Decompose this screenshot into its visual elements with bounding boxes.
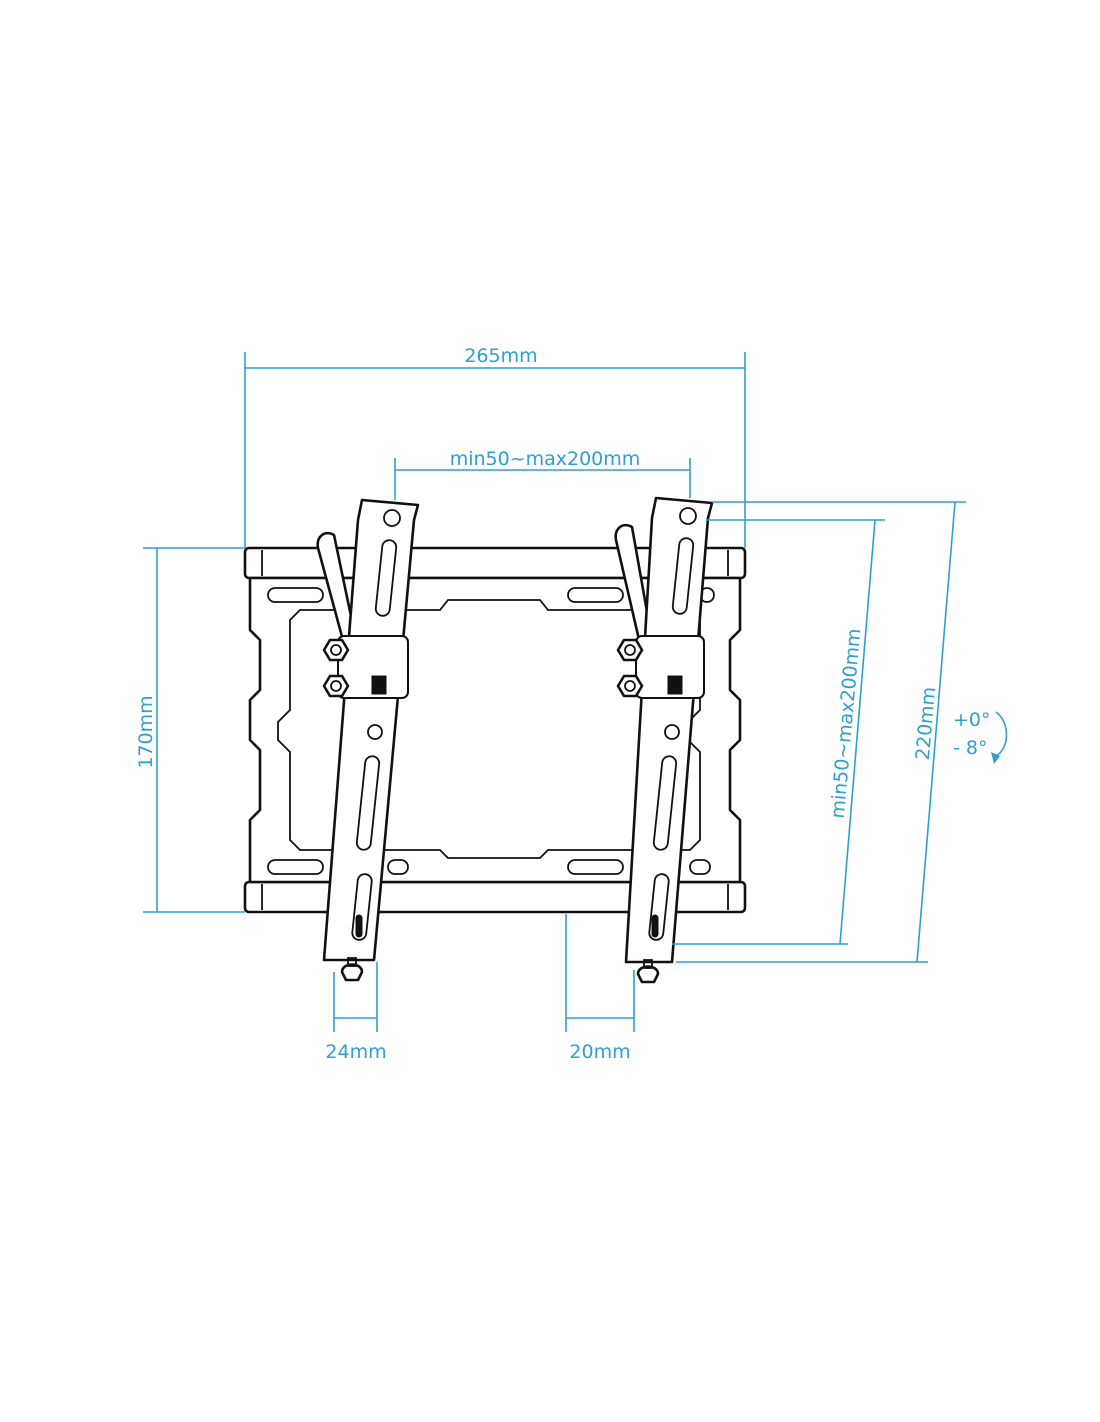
overall-width-label: 265mm — [464, 345, 537, 367]
dimension-wall-depth: 20mm — [565, 914, 635, 1063]
right-mounting-arm — [614, 496, 714, 984]
tilt-down-label: - 8° — [953, 737, 987, 759]
plate-height-label: 170mm — [135, 695, 157, 768]
dimension-arm-width: 24mm — [325, 962, 387, 1063]
dimension-overall-width: 265mm — [244, 345, 746, 548]
tilt-indicator: +0° - 8° — [953, 709, 1008, 764]
vesa-horizontal-label: min50~max200mm — [450, 448, 641, 470]
dimension-plate-height: 170mm — [135, 547, 245, 913]
arm-width-label: 24mm — [325, 1041, 386, 1063]
wall-depth-label: 20mm — [569, 1041, 630, 1063]
overall-height-label: 220mm — [912, 686, 940, 761]
dimension-vesa-horizontal: min50~max200mm — [394, 448, 691, 500]
tilt-up-label: +0° — [953, 709, 991, 731]
tilt-arrow-icon — [991, 752, 1000, 764]
vesa-vertical-label: min50~max200mm — [827, 628, 866, 820]
left-mounting-arm — [316, 498, 420, 982]
